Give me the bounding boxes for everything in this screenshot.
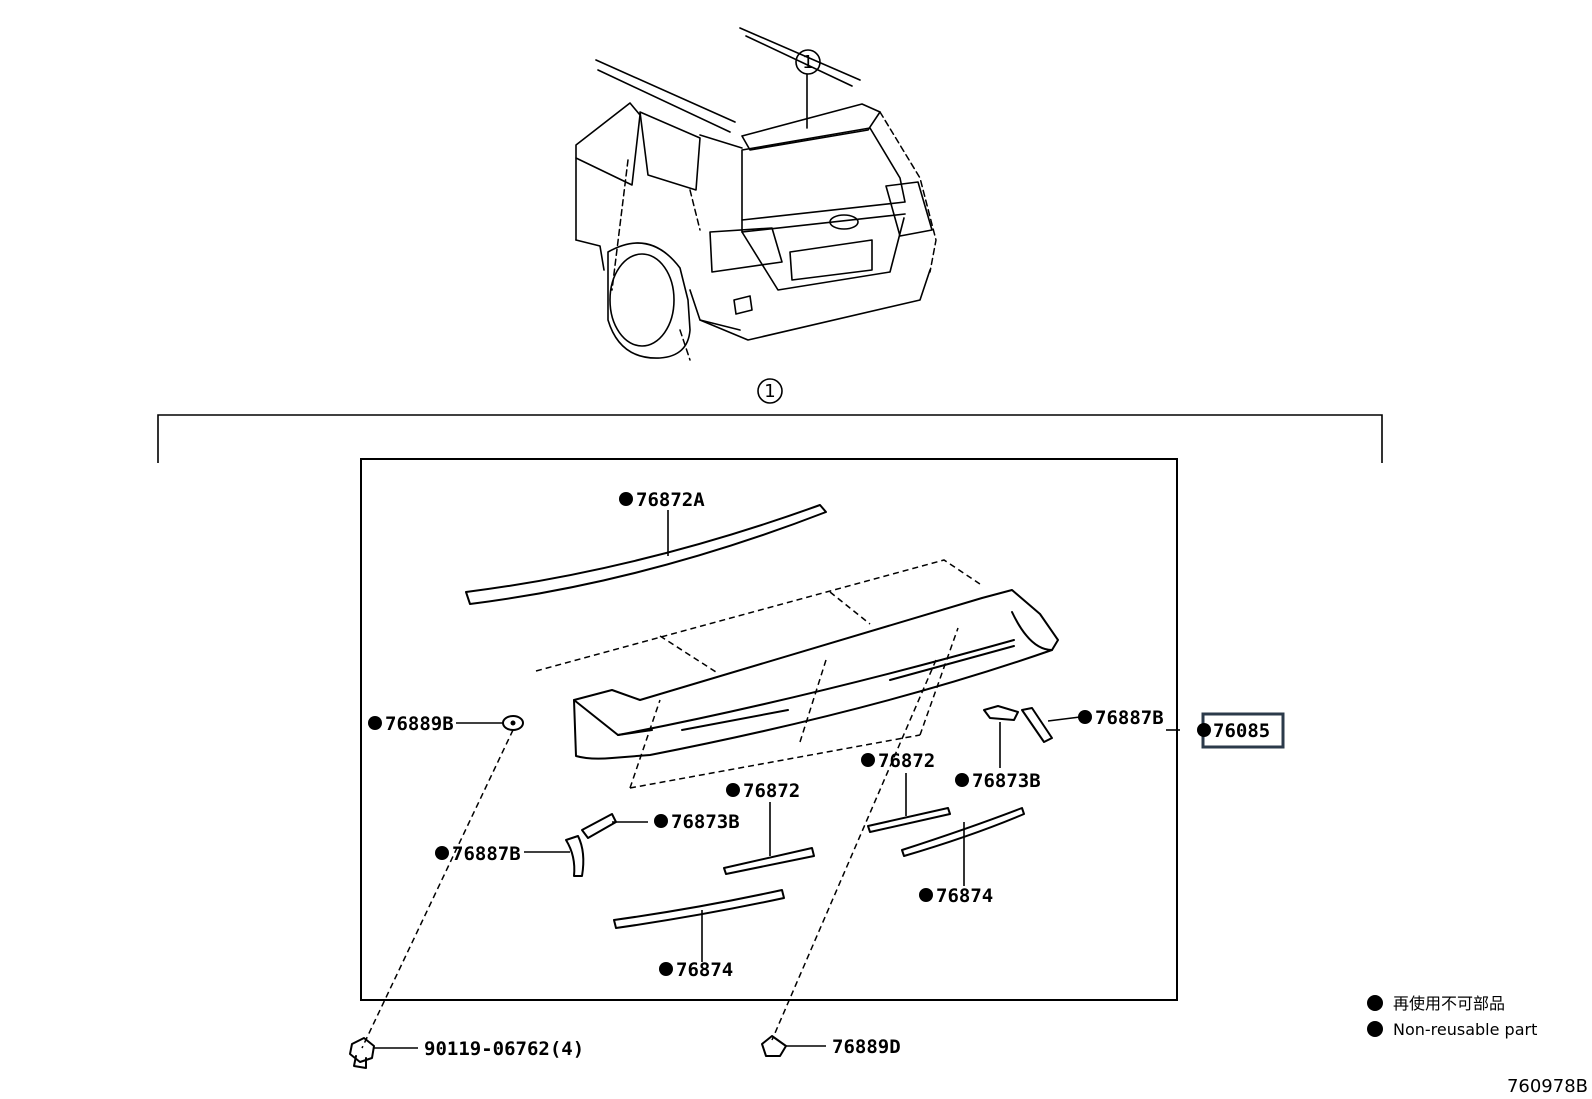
reference-number: 1 xyxy=(802,52,813,73)
legend-bullet-icon xyxy=(1367,995,1383,1011)
non-reusable-mark xyxy=(861,753,875,767)
non-reusable-mark xyxy=(368,716,382,730)
part-number-label: 76889D xyxy=(832,1036,901,1058)
non-reusable-mark xyxy=(435,846,449,860)
non-reusable-mark xyxy=(619,492,633,506)
callout-76889B[interactable]: 76889B xyxy=(368,713,454,735)
callout-76887B-right[interactable]: 76887B xyxy=(1078,707,1164,729)
part-number-label: 76889B xyxy=(385,713,454,735)
callout-76872A[interactable]: 76872A xyxy=(619,489,705,511)
leader-lines xyxy=(374,510,1180,1049)
reference-callout-car: 1 xyxy=(795,49,821,75)
legend-bullet-icon xyxy=(1367,1021,1383,1037)
legend-text-en: Non-reusable part xyxy=(1393,1020,1537,1039)
part-number-label: 76873B xyxy=(972,770,1041,792)
part-number-label: 76085 xyxy=(1213,720,1270,742)
callout-76873B-left[interactable]: 76873B xyxy=(654,811,740,833)
callout-76889D[interactable]: 76889D xyxy=(832,1036,901,1058)
reference-number: 1 xyxy=(764,381,775,402)
callout-76874-right[interactable]: 76874 xyxy=(919,885,993,907)
callout-76887B-left[interactable]: 76887B xyxy=(435,843,521,865)
part-number-label: 76872A xyxy=(636,489,705,511)
parts-geometry xyxy=(349,504,1059,1069)
callout-76873B-right[interactable]: 76873B xyxy=(955,770,1041,792)
part-number-label: 76887B xyxy=(1095,707,1164,729)
callout-76872-left[interactable]: 76872 xyxy=(726,780,800,802)
callout-76085[interactable]: 76085 xyxy=(1197,712,1285,749)
figure-id: 760978B xyxy=(1507,1076,1588,1097)
legend: 再使用不可部品 Non-reusable part xyxy=(1367,994,1537,1039)
callout-76874-left[interactable]: 76874 xyxy=(659,959,733,981)
legend-text-jp: 再使用不可部品 xyxy=(1393,994,1505,1013)
part-number-label: 76874 xyxy=(936,885,993,907)
non-reusable-mark xyxy=(1197,723,1211,737)
non-reusable-mark xyxy=(955,773,969,787)
part-number-label: 76872 xyxy=(743,780,800,802)
callout-90119-06762[interactable]: 90119-06762(4) xyxy=(424,1038,584,1060)
assembly-bracket: 1 xyxy=(157,378,1383,463)
non-reusable-mark xyxy=(659,962,673,976)
vehicle-illustration xyxy=(575,27,937,361)
part-number-label: 76887B xyxy=(452,843,521,865)
non-reusable-mark xyxy=(1078,710,1092,724)
non-reusable-mark xyxy=(919,888,933,902)
callout-76872-right[interactable]: 76872 xyxy=(861,750,935,772)
non-reusable-mark xyxy=(654,814,668,828)
non-reusable-mark xyxy=(726,783,740,797)
part-number-label: 90119-06762(4) xyxy=(424,1038,584,1060)
part-number-label: 76872 xyxy=(878,750,935,772)
part-number-label: 76874 xyxy=(676,959,733,981)
part-number-label: 76873B xyxy=(671,811,740,833)
